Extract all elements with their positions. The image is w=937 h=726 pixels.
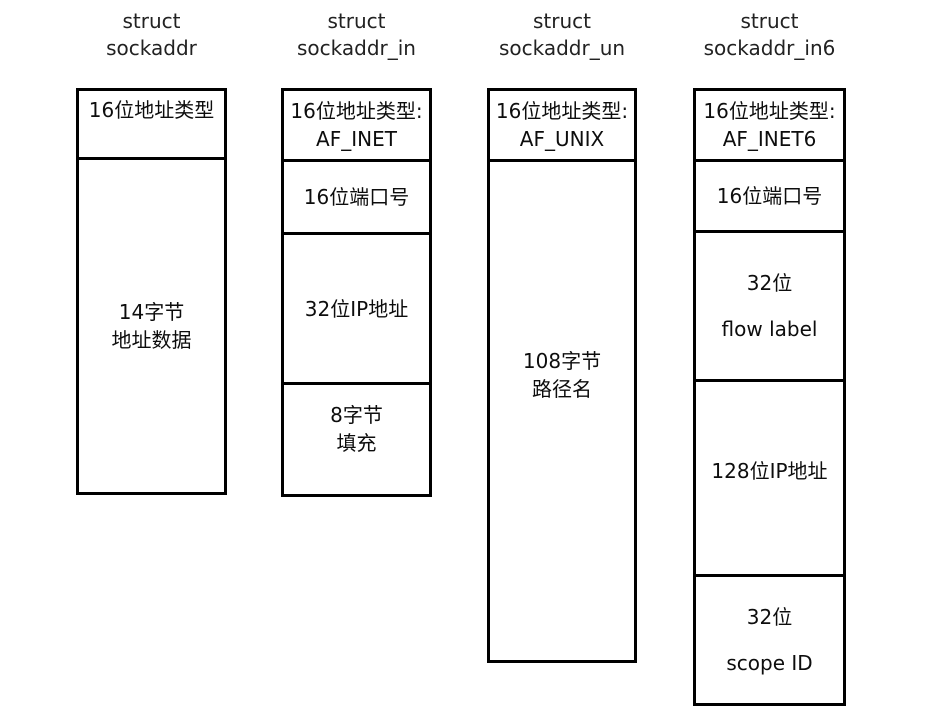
field-label: 32位IP地址 xyxy=(304,296,409,321)
field-label: 16位地址类型: AF_INET6 xyxy=(703,99,836,151)
field-address-data: 14字节 地址数据 xyxy=(76,157,227,495)
field-label: 128位IP地址 xyxy=(711,459,828,483)
field-padding: 8字节 填充 xyxy=(281,382,432,497)
struct-sockaddr-in-column: 16位地址类型: AF_INET 16位端口号 32位IP地址 8字节 填充 xyxy=(281,88,432,497)
struct-sockaddr-in6-column: 16位地址类型: AF_INET6 16位端口号 32位 flow label … xyxy=(693,88,846,706)
field-port-number: 16位端口号 xyxy=(693,159,846,233)
field-address-family: 16位地址类型 xyxy=(76,88,227,160)
struct-sockaddr-un-column: 16位地址类型: AF_UNIX 108字节 路径名 xyxy=(487,88,637,663)
struct-sockaddr-un-title: struct sockaddr_un xyxy=(498,9,626,60)
field-label: 16位地址类型: AF_UNIX xyxy=(495,99,629,151)
field-label: 16位端口号 xyxy=(716,184,823,208)
field-flow-label: 32位 flow label xyxy=(693,230,846,382)
field-address-family-af-inet6: 16位地址类型: AF_INET6 xyxy=(693,88,846,162)
field-label: 108字节 路径名 xyxy=(522,349,602,401)
struct-sockaddr-title: struct sockaddr xyxy=(106,9,197,60)
field-label: 32位 flow label xyxy=(721,271,818,341)
field-scope-id: 32位 scope ID xyxy=(693,574,846,706)
field-port-number: 16位端口号 xyxy=(281,159,432,235)
field-label: 14字节 地址数据 xyxy=(111,300,192,352)
field-label: 16位地址类型 xyxy=(88,98,215,122)
field-label: 8字节 填充 xyxy=(330,402,383,455)
field-label: 32位 scope ID xyxy=(726,605,813,675)
struct-sockaddr-in6-title: struct sockaddr_in6 xyxy=(703,9,836,60)
field-address-family-af-unix: 16位地址类型: AF_UNIX xyxy=(487,88,637,162)
struct-sockaddr-column: 16位地址类型 14字节 地址数据 xyxy=(76,88,227,495)
field-ipv4-address: 32位IP地址 xyxy=(281,232,432,385)
field-address-family-af-inet: 16位地址类型: AF_INET xyxy=(281,88,432,162)
field-pathname: 108字节 路径名 xyxy=(487,159,637,663)
field-ipv6-address: 128位IP地址 xyxy=(693,379,846,577)
field-label: 16位地址类型: AF_INET xyxy=(290,99,423,151)
field-label: 16位端口号 xyxy=(303,185,410,209)
struct-sockaddr-in-title: struct sockaddr_in xyxy=(297,9,416,60)
